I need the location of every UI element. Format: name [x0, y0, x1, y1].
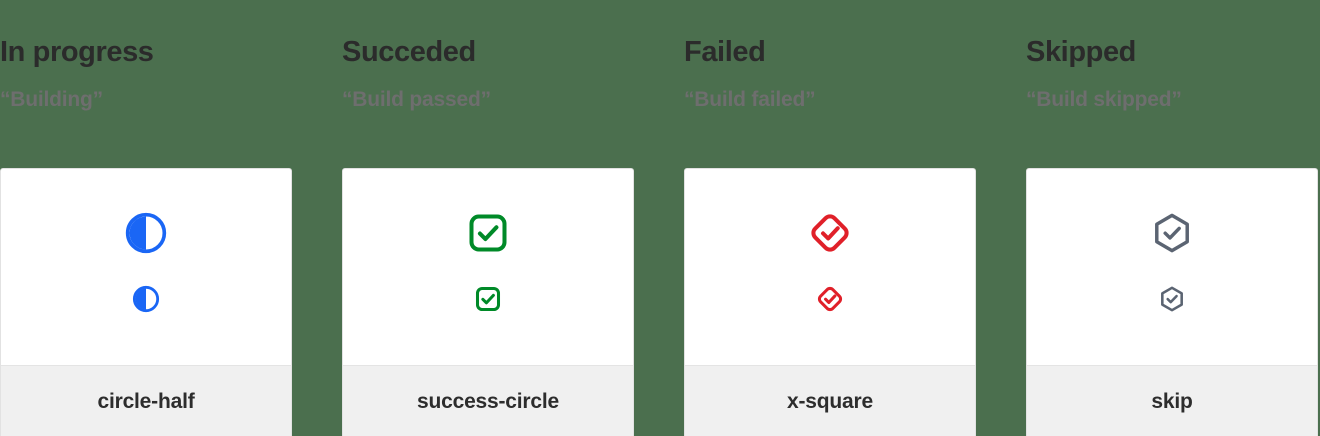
skip-icon-small — [1158, 285, 1186, 313]
icon-name-label: circle-half — [97, 389, 195, 413]
column-title: Succeded — [342, 36, 476, 68]
success-circle-icon — [466, 211, 510, 255]
status-column-failed: Failed “Build failed” — [684, 0, 976, 436]
column-title: Skipped — [1026, 36, 1136, 68]
icon-card-circle-half[interactable]: circle-half — [0, 168, 292, 436]
icon-card-footer: x-square — [685, 365, 975, 436]
column-title: In progress — [0, 36, 154, 68]
icon-name-label: skip — [1151, 389, 1193, 413]
icon-card-footer: circle-half — [1, 365, 291, 436]
icon-card-body — [1027, 169, 1317, 365]
icon-card-body — [343, 169, 633, 365]
column-subtitle: “Building” — [0, 88, 103, 111]
column-subtitle: “Build skipped” — [1026, 88, 1182, 111]
icon-name-label: success-circle — [417, 389, 559, 413]
x-square-icon — [808, 211, 852, 255]
status-column-in-progress: In progress “Building” cir — [0, 0, 292, 436]
icon-card-success-circle[interactable]: success-circle — [342, 168, 634, 436]
skip-icon — [1150, 211, 1194, 255]
status-column-skipped: Skipped “Build skipped” sk — [1026, 0, 1318, 436]
x-square-icon-small — [816, 285, 844, 313]
icon-card-body — [685, 169, 975, 365]
icon-card-footer: skip — [1027, 365, 1317, 436]
icon-card-skip[interactable]: skip — [1026, 168, 1318, 436]
icon-card-footer: success-circle — [343, 365, 633, 436]
column-title: Failed — [684, 36, 766, 68]
column-subtitle: “Build failed” — [684, 88, 816, 111]
circle-half-icon — [124, 211, 168, 255]
column-subtitle: “Build passed” — [342, 88, 491, 111]
success-circle-icon-small — [474, 285, 502, 313]
icon-card-x-square[interactable]: x-square — [684, 168, 976, 436]
status-column-succeded: Succeded “Build passed” su — [342, 0, 634, 436]
icon-card-body — [1, 169, 291, 365]
circle-half-icon-small — [132, 285, 160, 313]
icon-name-label: x-square — [787, 389, 873, 413]
